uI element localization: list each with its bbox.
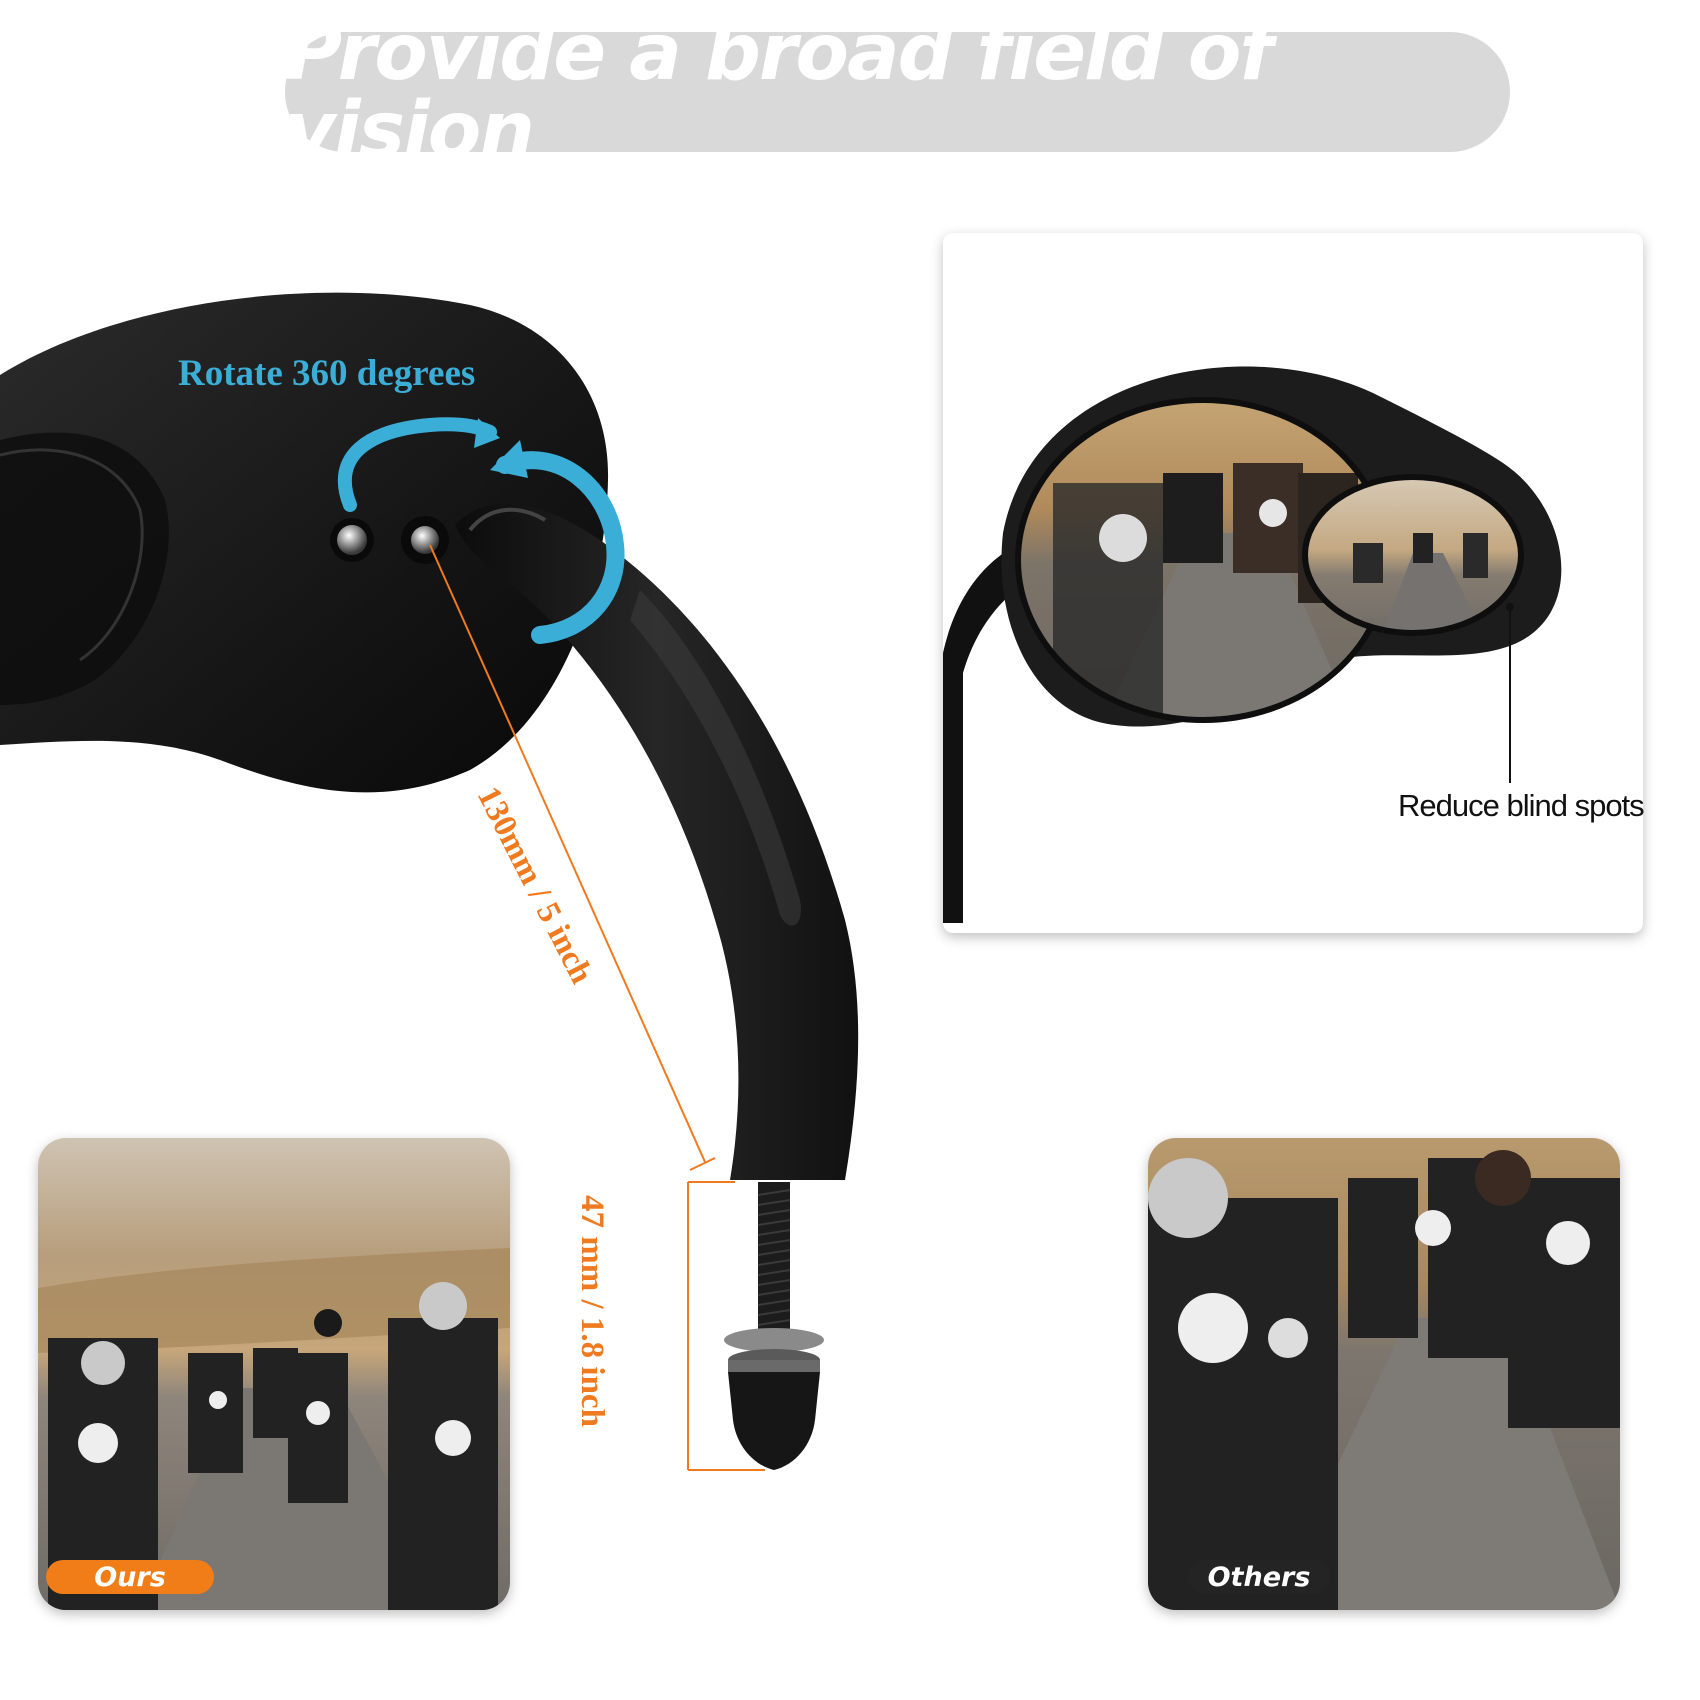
others-badge: Others <box>1188 1560 1330 1594</box>
rotate-arrow-icon <box>337 417 497 512</box>
comparison-others-card: Others <box>1148 1138 1620 1610</box>
acorn-nut <box>728 1372 820 1470</box>
mirror-arm <box>455 503 859 1180</box>
ours-scene-photo <box>38 1138 510 1610</box>
ours-badge: Ours <box>46 1560 214 1594</box>
arm-dimension-line <box>429 544 716 1171</box>
mirror-front-illustration <box>943 366 1562 923</box>
washer <box>724 1328 824 1352</box>
others-scene-photo <box>1148 1138 1620 1610</box>
bolt-length-label: 47 mm / 1.8 inch <box>574 1195 610 1427</box>
mirror-front-inset <box>943 233 1643 933</box>
rotate-label: Rotate 360 degrees <box>178 353 476 394</box>
comparison-ours-card: Ours <box>38 1138 510 1610</box>
page-title: Provide a broad field of vision <box>285 8 1273 176</box>
bolt-dimension-bracket <box>687 1181 765 1471</box>
blind-spot-callout: Reduce blind spots <box>1398 788 1645 823</box>
title-banner: Provide a broad field of vision <box>285 14 1510 170</box>
